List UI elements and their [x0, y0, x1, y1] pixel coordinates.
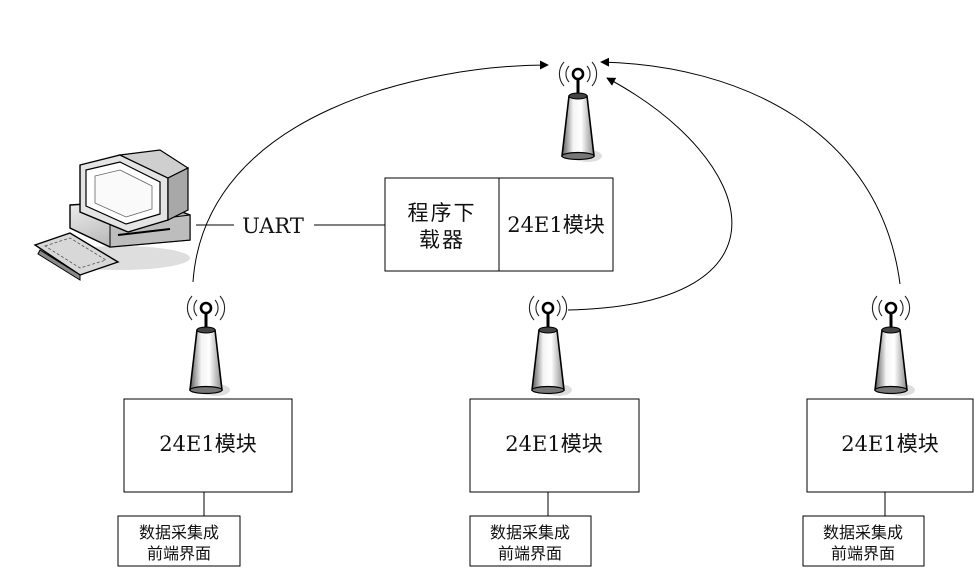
link-arc-node3: [600, 57, 901, 285]
node3-module-box: [806, 398, 974, 493]
node1-antenna-icon: [186, 294, 232, 398]
node1-ui-line1: 数据采集成: [139, 523, 219, 542]
programmer-label-line1: 程序下: [408, 201, 477, 225]
node1-ui-line2: 前端界面: [147, 544, 211, 563]
node3-ui-line1: 数据采集成: [823, 523, 903, 542]
node3-module-label: 24E1模块: [841, 432, 938, 456]
node2-ui-box: [469, 515, 592, 567]
node3-ui-line2: 前端界面: [831, 544, 895, 563]
base-antenna-icon: [558, 60, 604, 164]
programmer-module-label: 24E1模块: [507, 213, 604, 237]
node1-module-label: 24E1模块: [159, 432, 256, 456]
node1-ui-box: [117, 515, 241, 567]
link-arc-node1: [192, 60, 549, 283]
computer-icon: [33, 149, 191, 281]
uart-label: UART: [242, 214, 304, 238]
programmer-label-line2: 载器: [419, 228, 465, 252]
node3-antenna-icon: [871, 294, 917, 398]
node2-module-box: [469, 398, 640, 493]
node2-ui-line2: 前端界面: [498, 544, 562, 563]
node2-antenna-icon: [528, 294, 574, 398]
node2-ui-line1: 数据采集成: [490, 523, 570, 542]
programmer-box: 程序下 载器 24E1模块: [384, 177, 614, 272]
node3-ui-box: [802, 515, 925, 567]
link-arc-node2: [567, 77, 733, 311]
node1-module-box: [123, 398, 293, 493]
node2-module-label: 24E1模块: [505, 432, 602, 456]
